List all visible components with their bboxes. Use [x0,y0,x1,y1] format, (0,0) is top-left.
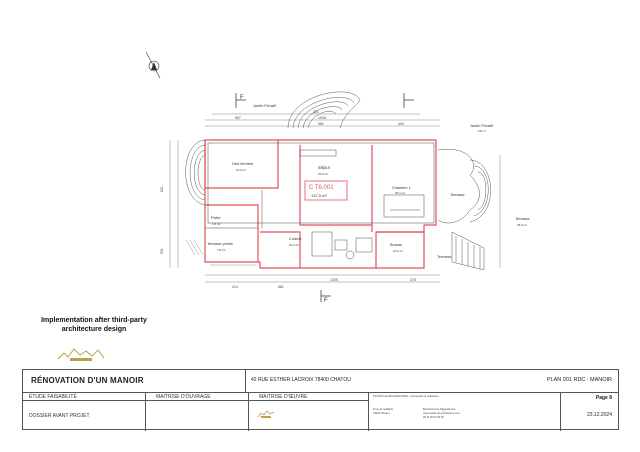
section-label-left: F [240,95,244,101]
terrace-right [437,148,491,271]
caption: Implementation after third-party archite… [34,316,154,334]
room-chambre: Chambre 1 [392,186,411,190]
firm-email: Bonnefond.ha.b@gmail.com [423,408,456,411]
dim-bottom-1: 414 [232,285,238,289]
stairs-left [185,139,207,206]
project-address: 42 RUE ESTHER LACROIX 78400 CHATOU [251,377,351,383]
section-marker-left: F [235,93,246,108]
terrasse-right-label: Terrasse [450,193,465,197]
plan-name: PLAN 001 RDC : MANOIR [546,377,612,383]
maitrise-oeuvre-label: MAITRISE D'ŒUVRE [259,394,308,400]
unit-label: C T6.001 137.5 m² [304,180,348,201]
title-block: RÉNOVATION D'UN MANOIR 42 RUE ESTHER LAC… [22,369,619,431]
room-terrasse: Terrasse [515,217,530,221]
page-number: Page 8 [595,395,612,401]
dim-left-2: 551 [160,248,164,254]
room-cuisine-area: 10.4 m² [289,243,299,247]
col-maitrise-oeuvre: MAITRISE D'ŒUVRE [249,392,369,431]
divider [146,400,249,401]
caption-line-1: Implementation after third-party [41,317,147,324]
hatch-marks [185,239,256,266]
room-chambre-area: 20.1 m² [395,191,405,195]
dim-top-2: 321 [313,110,319,114]
interior-lines [205,142,435,260]
firm-address-1: 8 rue de la Mairie [373,408,394,411]
room-hall: Hall d'entrée [232,162,253,166]
studio-logo-icon [257,410,275,418]
firm-website: www.studio-ha-architecture.com [423,412,460,415]
floor-plan-drawing: F F 597 321 1036 581 409 414 681 1205 37… [145,51,530,304]
room-terrasse-privee-area: 7.8 m² [217,248,226,252]
divider [245,370,246,392]
room-cuisine: Cuisine [289,237,302,241]
title-block-body: ÉTUDE FAISABILITÉ DOSSIER AVANT PROJET M… [23,392,618,431]
dim-left-1: 821 [160,186,164,192]
firm-name: STUDIO HA ARCHITECTURE - Conception et r… [373,395,439,398]
dim-bottom-4: 378 [410,278,416,282]
section-label-bottom: F [324,298,328,304]
etude-value: DOSSIER AVANT PROJET [29,413,90,419]
col-maitrise-ouvrage: MAITRISE D'OUVRAGE [146,392,249,431]
section-marker-right [403,93,414,108]
dim-top-4: 581 [318,122,324,126]
room-terrasse-privee: Terrasse privée [207,242,233,246]
dim-bottom-3: 1205 [330,278,338,282]
terrasse-right-label-2: Terrasse [437,255,452,259]
project-title: RÉNOVATION D'UN MANOIR [31,376,144,385]
firm-address-2: 78400 Chatou [373,412,390,415]
divider [249,400,369,401]
dim-bottom-2: 681 [278,285,284,289]
unit-code: C T6.001 [309,185,334,191]
walls [204,139,437,269]
dim-top-3: 1036 [318,116,326,120]
dimension-lines [169,113,501,283]
jardin-left-label: Jardin Privatif [253,104,277,108]
room-palier: Palier [211,216,221,220]
divider [23,400,146,401]
jardin-right-label: Jardin Privatif [470,124,494,128]
caption-line-2: architecture design [61,326,127,333]
jardin-right-area: 197.4 [478,129,486,133]
room-terrasse-area: 36.6 m² [517,223,527,227]
title-block-header: RÉNOVATION D'UN MANOIR 42 RUE ESTHER LAC… [23,370,618,393]
col-etude: ÉTUDE FAISABILITÉ DOSSIER AVANT PROJET [23,392,146,431]
etude-label: ÉTUDE FAISABILITÉ [29,394,77,400]
studio-logo-icon [57,348,105,361]
room-hall-area: 10.0 m² [236,168,246,172]
unit-area: 137.5 m² [311,193,327,198]
dim-top-1: 597 [235,116,241,120]
firm-phone: 06 11 00 03 23 53 [423,416,444,419]
section-marker-bottom: F [320,290,331,304]
room-sejour: Séjour [318,165,331,170]
stairs-top [287,91,361,129]
col-firm: STUDIO HA ARCHITECTURE - Conception et r… [369,392,561,431]
room-bureau-area: 10.2 m² [393,249,403,253]
dim-top-5: 409 [398,122,404,126]
room-bureau: Bureau [390,243,402,247]
room-palier-area: 1.6 m² [212,222,221,226]
maitrise-ouvrage-label: MAITRISE D'OUVRAGE [156,394,211,400]
north-arrow-icon [145,51,161,79]
date: 23.12.2024 [586,412,612,418]
room-sejour-area: 70.5 m² [318,172,328,176]
